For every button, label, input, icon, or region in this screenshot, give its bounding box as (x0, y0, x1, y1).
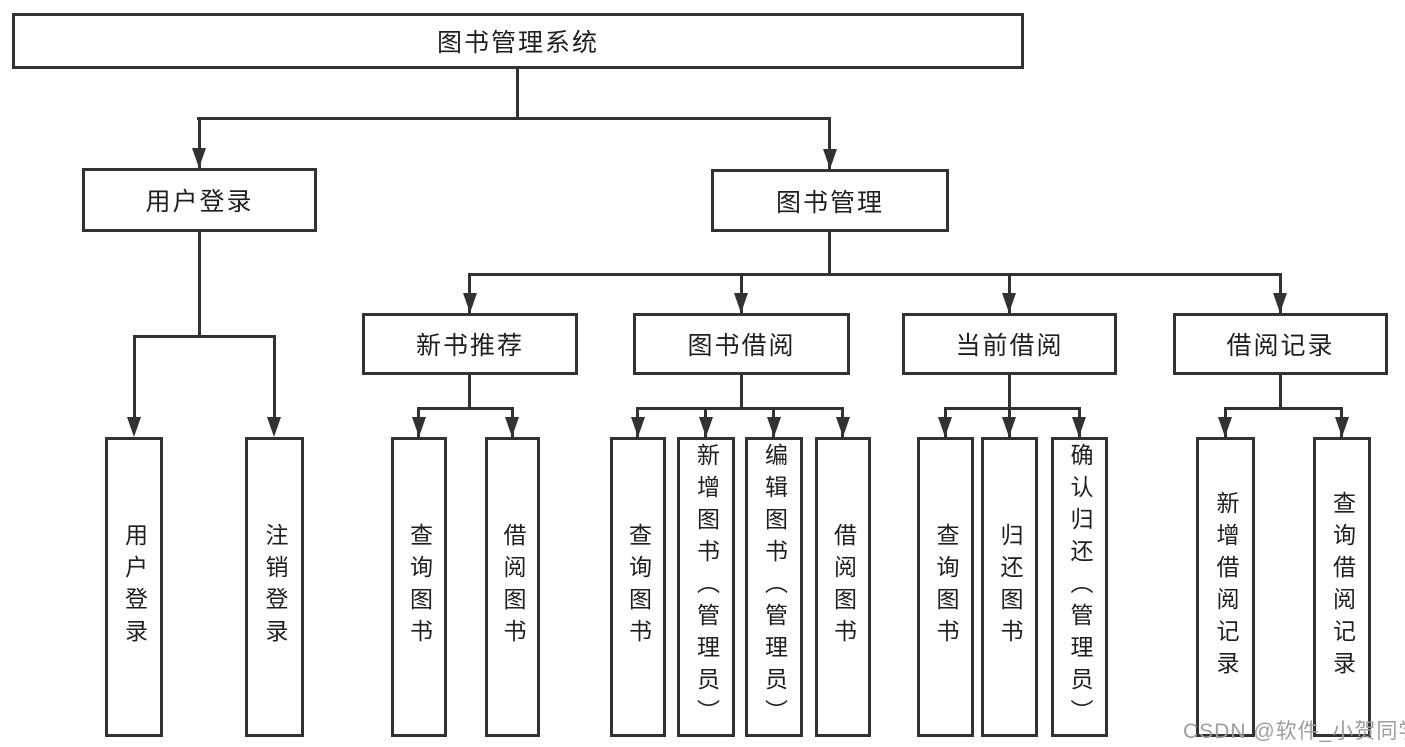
arrow-down-icon (1335, 417, 1349, 437)
node-borrow-records: 借阅记录 (1173, 313, 1388, 375)
node-current-borrow: 当前借阅 (902, 313, 1117, 375)
arrow-down-icon (1002, 293, 1016, 313)
connector-line (198, 232, 201, 335)
leaf-borrow-query-book: 查询图书 (610, 437, 666, 737)
connector-line (1008, 375, 1011, 407)
arrow-down-icon (767, 417, 781, 437)
node-book-borrow: 图书借阅 (633, 313, 850, 375)
connector-line (133, 335, 136, 419)
arrow-down-icon (734, 293, 748, 313)
node-user-login: 用户登录 (82, 168, 317, 232)
leaf-current-return-book: 归还图书 (981, 437, 1038, 737)
arrow-down-icon (1273, 293, 1287, 313)
leaf-recommend-borrow-book: 借阅图书 (485, 437, 540, 737)
connector-line (418, 407, 514, 410)
leaf-borrow-borrow-book: 借阅图书 (815, 437, 871, 737)
arrow-down-icon (412, 417, 426, 437)
connector-line (273, 335, 276, 419)
connector-line (469, 273, 1282, 276)
leaf-records-query-record: 查询借阅记录 (1313, 437, 1371, 737)
arrow-down-icon (192, 148, 206, 168)
connector-line (198, 117, 201, 168)
node-root: 图书管理系统 (12, 13, 1024, 69)
arrow-down-icon (938, 417, 952, 437)
arrow-down-icon (836, 417, 850, 437)
arrow-down-icon (505, 417, 519, 437)
connector-line (944, 407, 1080, 410)
arrow-down-icon (699, 417, 713, 437)
csdn-watermark: CSDN @软件_小贺同学 (1183, 720, 1405, 743)
arrow-down-icon (267, 417, 281, 437)
node-book-management: 图书管理 (711, 169, 949, 232)
connector-line (468, 375, 471, 407)
connector-line (133, 335, 275, 338)
connector-line (740, 375, 743, 407)
connector-line (637, 407, 844, 410)
arrow-down-icon (1002, 417, 1016, 437)
leaf-current-query-book: 查询图书 (917, 437, 974, 737)
connector-line (1279, 375, 1282, 407)
arrow-down-icon (823, 149, 837, 169)
arrow-down-icon (463, 293, 477, 313)
connector-line (197, 117, 831, 120)
leaf-borrow-edit-book-admin: 编辑图书（管理员） (745, 437, 803, 737)
leaf-user-login: 用户登录 (105, 437, 163, 737)
leaf-records-add-record: 新增借阅记录 (1196, 437, 1255, 737)
node-new-book-recommend: 新书推荐 (362, 313, 578, 375)
connector-line (828, 232, 831, 273)
arrow-down-icon (127, 417, 141, 437)
connector-line (516, 69, 519, 117)
arrow-down-icon (1218, 417, 1232, 437)
leaf-recommend-query-book: 查询图书 (391, 437, 447, 737)
leaf-current-confirm-return-admin: 确认归还（管理员） (1051, 437, 1108, 737)
leaf-logout: 注销登录 (245, 437, 304, 737)
leaf-borrow-add-book-admin: 新增图书（管理员） (677, 437, 735, 737)
connector-line (1224, 407, 1343, 410)
connector-line (828, 117, 831, 169)
arrow-down-icon (631, 417, 645, 437)
arrow-down-icon (1072, 417, 1086, 437)
